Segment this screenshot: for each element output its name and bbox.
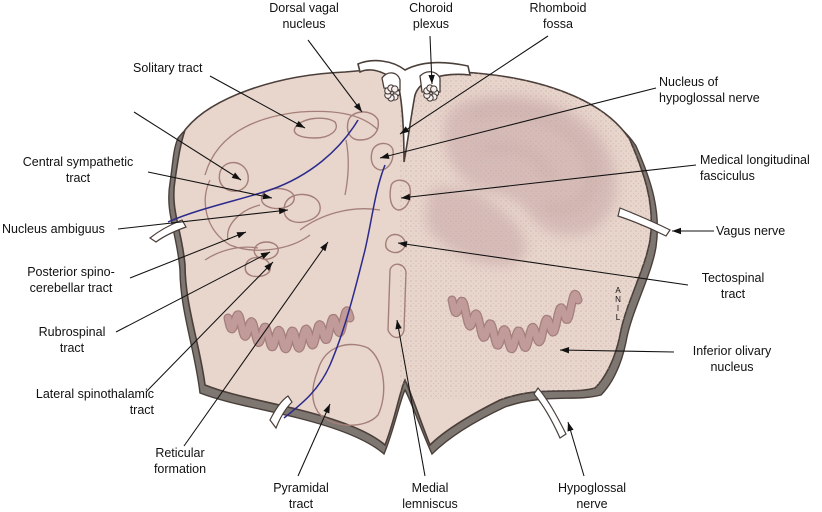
leader-rhomboid-fossa [399, 35, 549, 135]
rubrospinal-region-shape [253, 241, 279, 260]
fibre-boundary [299, 208, 381, 231]
vagus-rootlet-left [148, 219, 187, 243]
shade-stroke [468, 106, 596, 213]
leader-hypoglossal-nerve [567, 421, 585, 477]
right-olive-fill [448, 290, 582, 353]
hypoglossal-rootlet-right [533, 386, 567, 439]
fibre-tracts [167, 119, 386, 419]
label-nucleus-ambiguus: Nucleus ambiguus [2, 222, 105, 236]
leader-central-sympathetic-a-head [231, 172, 241, 180]
leader-dorsal-vagal-nucleus-head [354, 102, 362, 112]
vagus-rootlet-right [617, 207, 671, 237]
nerve-rootlets [148, 207, 671, 439]
shade-blob [425, 187, 526, 266]
leader-rubrospinal-tract [115, 251, 271, 333]
leader-central-sympathetic-b [147, 171, 273, 199]
lateral-nucleus-shape [260, 187, 295, 210]
fibre-boundary [227, 204, 261, 241]
leader-nucleus-ambiguus [117, 209, 289, 230]
medial-longitudinal-fasciculus-shape [389, 179, 412, 211]
leader-tectospinal-tract [397, 242, 689, 286]
leader-choroid-plexus-head [428, 74, 435, 84]
nucleus-ambiguus-shape [283, 193, 321, 224]
hypoglossal-nucleus-shape [370, 142, 394, 171]
leader-lateral-spinothalamic-tract-head [264, 262, 273, 271]
plexus-lobule [430, 85, 438, 93]
leader-inferior-olivary-nucleus-head [560, 347, 570, 354]
leader-medial-longitudinal-fasciculus [400, 164, 697, 199]
plexus-lobule [391, 85, 399, 93]
shade-stroke [479, 143, 553, 181]
signature-letter: L [615, 313, 621, 322]
hypoglossal-fibre-tract [283, 164, 386, 419]
leader-central-sympathetic-b-head [262, 193, 272, 200]
fibre-boundary [344, 139, 349, 196]
leader-inferior-olivary-nucleus [559, 349, 675, 353]
central-sympathetic-tract-shape [218, 161, 249, 192]
fibre-boundary [204, 246, 259, 261]
leader-pyramidal-tract [297, 403, 331, 477]
leader-medial-lemniscus [396, 319, 426, 477]
leader-central-sympathetic-a [133, 111, 242, 181]
label-vagus-nerve: Vagus nerve [716, 224, 786, 238]
signature-letter: I [616, 304, 620, 313]
hypoglossal-rootlet-left [269, 395, 293, 430]
vagal-fibre-tract [167, 119, 359, 223]
leader-posterior-spinocerebellar-tract-head [236, 232, 246, 239]
right-half-shading [400, 70, 652, 400]
signature-letter: N [615, 295, 621, 304]
inferior-olivary-nuclei [223, 289, 583, 354]
fibre-boundary [204, 110, 379, 176]
leader-pyramidal-tract-head [323, 404, 330, 414]
leader-lines [115, 35, 714, 477]
signature-letter: A [615, 286, 621, 295]
medial-lemniscus-shape [387, 263, 407, 339]
pyramidal-tract-shape [312, 343, 385, 426]
label-posterior-spinocerebellar-tract: Posterior spino-cerebellar tract [27, 265, 115, 295]
leader-nucleus-of-hypoglossal-nerve [379, 87, 657, 159]
leader-medial-lemniscus-head [395, 320, 402, 330]
leader-posterior-spinocerebellar-tract [129, 231, 247, 279]
tectospinal-tract-shape [384, 233, 406, 254]
leader-rhomboid-fossa-head [400, 126, 410, 134]
choroid-plexus-tufts [381, 71, 441, 102]
leader-rubrospinal-tract-head [260, 252, 270, 259]
leader-solitary-tract-head [295, 120, 305, 128]
leader-nucleus-ambiguus-head [278, 207, 288, 215]
label-solitary-tract: Solitary tract [133, 61, 203, 75]
leader-solitary-tract [209, 75, 306, 129]
leader-reticular-formation [183, 241, 329, 447]
leader-vagus-nerve-head [672, 227, 681, 235]
left-olive-fill [224, 307, 354, 353]
leader-tectospinal-tract-head [398, 241, 408, 248]
leader-reticular-formation-head [320, 242, 328, 252]
leader-lateral-spinothalamic-tract [145, 261, 274, 393]
solitary-tract-shape [293, 117, 337, 139]
fibre-boundary [204, 179, 311, 251]
leader-medial-longitudinal-fasciculus-head [401, 193, 411, 201]
internal-structures [204, 110, 412, 426]
leader-hypoglossal-nerve-head [567, 422, 574, 432]
leader-dorsal-vagal-nucleus [307, 39, 363, 113]
leader-nucleus-of-hypoglossal-nerve-head [380, 152, 390, 159]
